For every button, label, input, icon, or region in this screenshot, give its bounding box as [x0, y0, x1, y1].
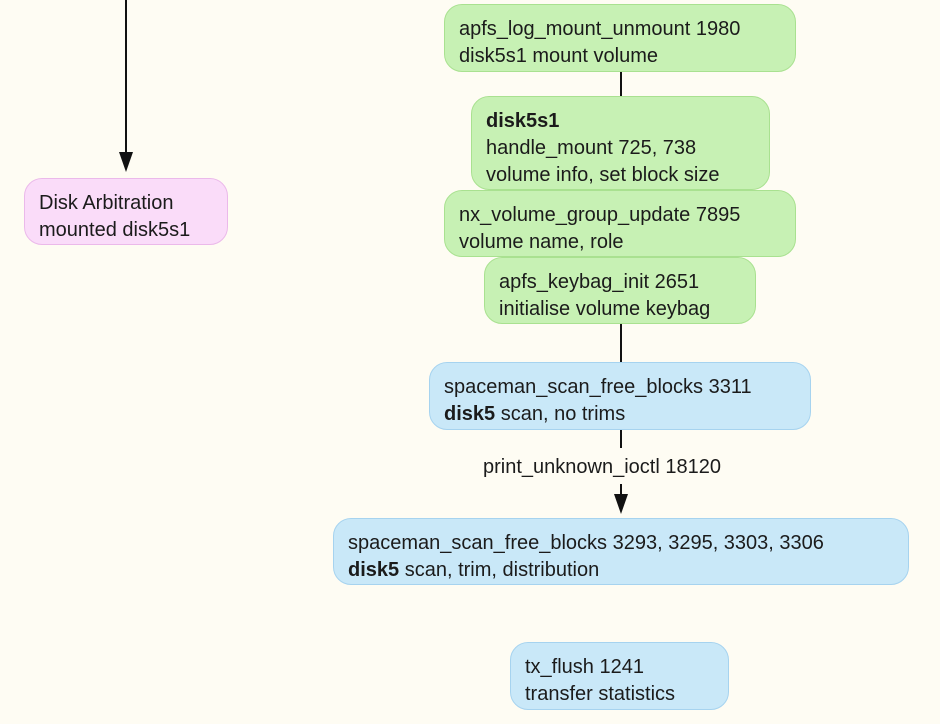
node-line: tx_flush 1241 — [525, 656, 644, 678]
node-handle-mount: disk5s1 handle_mount 725, 738 volume inf… — [471, 96, 770, 190]
node-line: handle_mount 725, 738 — [486, 137, 697, 159]
node-line: disk5 scan, trim, distribution — [348, 559, 600, 581]
arrowhead-scan2 — [614, 494, 628, 514]
edge-label-ioctl: print_unknown_ioctl 18120 — [483, 456, 721, 478]
node-line: nx_volume_group_update 7895 — [459, 204, 741, 226]
node-tx-flush: tx_flush 1241 transfer statistics — [510, 642, 729, 710]
node-line: spaceman_scan_free_blocks 3293, 3295, 33… — [348, 532, 824, 554]
node-line: disk5 scan, no trims — [444, 403, 626, 425]
node-nx-volume-group-update: nx_volume_group_update 7895 volume name,… — [444, 190, 796, 257]
arrowhead-disk-arbitration — [119, 152, 133, 172]
node-line-bold: disk5s1 — [486, 110, 560, 132]
node-line: Disk Arbitration — [39, 192, 174, 214]
node-line: volume name, role — [459, 231, 624, 253]
node-line: initialise volume keybag — [499, 298, 711, 320]
node-spaceman-scan-free-blocks-1: spaceman_scan_free_blocks 3311 disk5 sca… — [429, 362, 811, 430]
node-disk-arbitration: Disk Arbitration mounted disk5s1 — [24, 178, 228, 245]
node-line: volume info, set block size — [486, 164, 720, 186]
node-line: apfs_log_mount_unmount 1980 — [459, 18, 741, 40]
node-apfs-keybag-init: apfs_keybag_init 2651 initialise volume … — [484, 257, 756, 324]
node-line: mounted disk5s1 — [39, 219, 191, 241]
node-apfs-log-mount-unmount: apfs_log_mount_unmount 1980 disk5s1 moun… — [444, 4, 796, 72]
node-line: transfer statistics — [525, 683, 676, 705]
node-spaceman-scan-free-blocks-2: spaceman_scan_free_blocks 3293, 3295, 33… — [333, 518, 909, 585]
node-line: disk5s1 mount volume — [459, 45, 658, 67]
node-line: apfs_keybag_init 2651 — [499, 271, 700, 293]
node-line: spaceman_scan_free_blocks 3311 — [444, 376, 752, 398]
